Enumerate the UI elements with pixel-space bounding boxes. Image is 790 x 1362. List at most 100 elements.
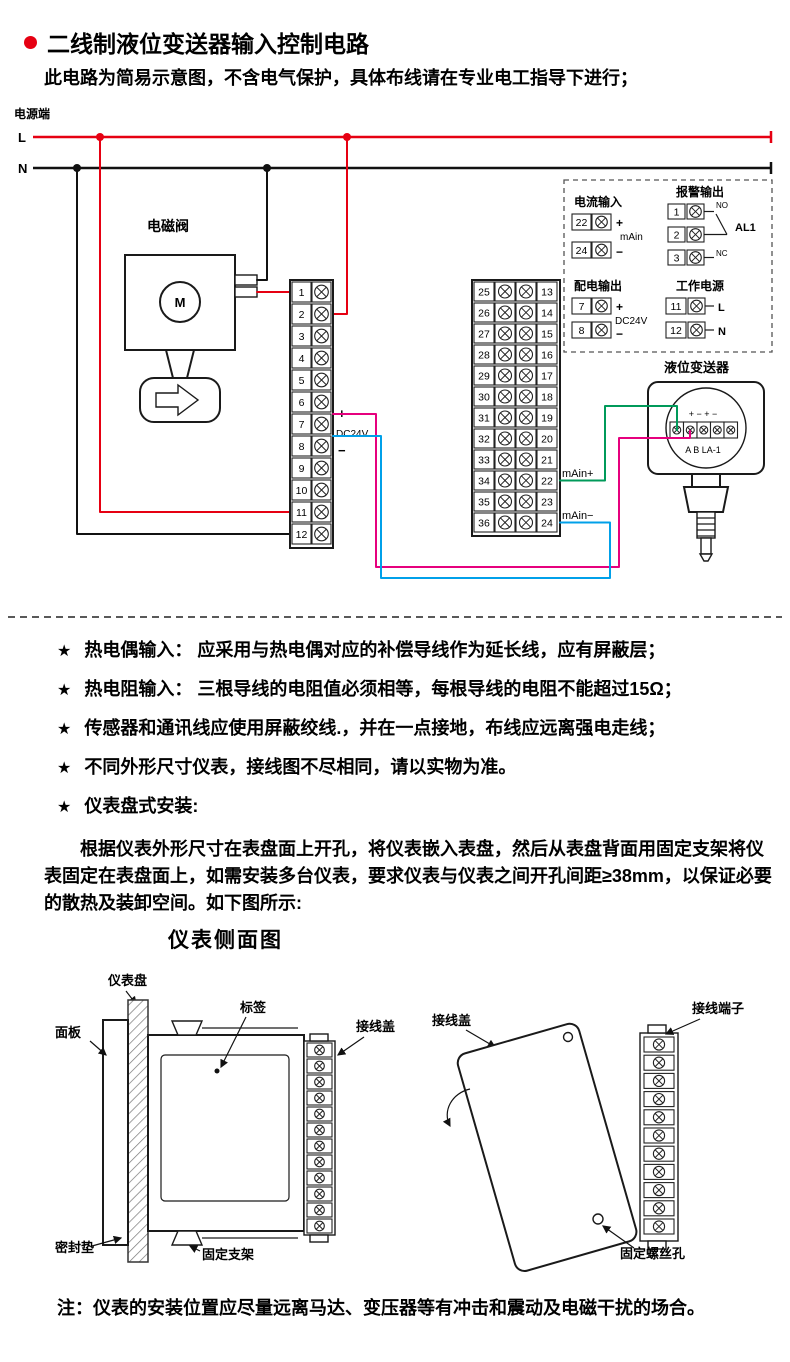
note-text: 传感器和通讯线应使用屏蔽绞线.，并在一点接地，布线应远离强电走线； [84, 718, 666, 738]
io-panel-box [563, 179, 773, 353]
terminal-cell [291, 435, 312, 457]
note-text: 不同外形尺寸仪表，接线图不尽相同，请以实物为准。 [84, 757, 517, 777]
terminal-number: 21 [541, 455, 553, 467]
terminal-number: 32 [478, 434, 490, 446]
terminal-cell [536, 365, 558, 386]
terminal-number: 1 [674, 207, 680, 219]
flow-arrow-icon [155, 383, 200, 417]
terminal-number: 20 [541, 434, 553, 446]
terminal-number: 22 [576, 217, 588, 229]
label-area [160, 1054, 290, 1202]
terminal-cell [536, 281, 558, 302]
front-bezel [102, 1019, 129, 1246]
solenoid-terminal-tab [234, 274, 258, 286]
star-icon: ★ [57, 643, 72, 660]
dc24v-minus: − [338, 443, 346, 458]
front-label: 面板 [55, 1025, 82, 1040]
strip-tab [647, 1240, 667, 1250]
terminal-cell [291, 303, 312, 325]
terminal-cell [667, 226, 686, 243]
terminal-cell [536, 491, 558, 512]
terminal-number: 34 [478, 476, 490, 488]
leader-arrow [91, 1235, 123, 1247]
terminal-number: 1 [299, 287, 305, 299]
transmitter-terminal-labels: A B LA-1 [685, 445, 721, 455]
mounting-bracket-top [170, 1020, 204, 1036]
cover-right-label: 接线盖 [432, 1013, 471, 1028]
transmitter-probe [700, 537, 712, 555]
power-output-title: 配电输出 [574, 278, 622, 293]
terminal-cell [536, 386, 558, 407]
terminal-number: 31 [478, 413, 490, 425]
mounting-bracket-bottom [170, 1230, 204, 1246]
terminal-cell [473, 407, 495, 428]
gasket-label: 密封垫 [54, 1240, 94, 1255]
terminal-number: 5 [299, 375, 305, 387]
terminal-number: 12 [670, 325, 682, 337]
note-item: ★ 不同外形尺寸仪表，接线图不尽相同，请以实物为准。 [0, 755, 790, 781]
terminal-cell [536, 449, 558, 470]
terminal-cell [291, 479, 312, 501]
terminal-cover [456, 1022, 638, 1273]
terminal-number: 14 [541, 308, 553, 320]
terminal-number: 28 [478, 350, 490, 362]
terminal-cell [473, 512, 495, 533]
terminals-label: 接线端子 [692, 1001, 744, 1016]
terminal-cell [473, 281, 495, 302]
wire-dc24v-minus-to-main-minus [332, 435, 611, 579]
star-icon: ★ [57, 760, 72, 777]
wire-transmitter-to-main-plus [559, 405, 678, 482]
terminal-number: 18 [541, 392, 553, 404]
power-terminal-label: 电源端 [14, 106, 50, 121]
terminal-cell [536, 344, 558, 365]
tag-label: 标签 [239, 1000, 267, 1015]
terminal-number: 12 [296, 529, 308, 541]
minus-mark: − [616, 245, 623, 259]
terminal-number: 24 [576, 245, 588, 257]
terminal-cell [291, 281, 312, 303]
strip-tab [647, 1024, 667, 1034]
solenoid-label: 电磁阀 [147, 218, 189, 234]
note-text: 热电偶输入： 应采用与热电偶对应的补偿导线作为延长线，应有屏蔽层； [84, 640, 666, 660]
current-input-title: 电流输入 [574, 194, 622, 209]
page-subtitle: 此电路为简易示意图，不含电气保护，具体布线请在专业电工指导下进行； [44, 68, 638, 88]
transmitter-label: 液位变送器 [664, 360, 730, 375]
terminal-number: 8 [299, 441, 305, 453]
install-paragraph: 根据仪表外形尺寸在表盘面上开孔，将仪表嵌入表盘，然后从表盘背面用固定支架将仪表固… [44, 839, 772, 913]
leader-arrow [337, 1036, 365, 1056]
terminal-cell [665, 297, 687, 315]
terminal-number: 7 [299, 419, 305, 431]
terminal-cell [291, 391, 312, 413]
note-item: ★ 热电偶输入： 应采用与热电偶对应的补偿导线作为延长线，应有屏蔽层； [0, 638, 790, 664]
side-view-heading: 仪表侧面图 [168, 928, 283, 952]
note-item: ★ 传感器和通讯线应使用屏蔽绞线.，并在一点接地，布线应远离强电走线； [0, 716, 790, 742]
cover-left-label: 接线盖 [356, 1019, 395, 1034]
terminal-number: 8 [579, 325, 585, 337]
terminal-number: 7 [579, 301, 585, 313]
rotation-arrow [442, 1088, 471, 1128]
terminal-number: 3 [674, 253, 680, 265]
minus-mark: − [616, 327, 623, 341]
terminal-cell [536, 512, 558, 533]
transmitter-probe-tip [698, 553, 714, 562]
cover-screw-hole [592, 1213, 604, 1225]
strip-tab [309, 1234, 329, 1243]
wire-l-to-2 [332, 136, 348, 315]
terminal-cell [473, 323, 495, 344]
terminal-number: 19 [541, 413, 553, 425]
tag-dot [214, 1068, 220, 1074]
terminal-cell [291, 347, 312, 369]
panel-label: 仪表盘 [107, 973, 147, 988]
terminal-cell [473, 449, 495, 470]
terminal-number: 23 [541, 497, 553, 509]
wire-n-to-12 [76, 167, 291, 535]
terminal-cell [473, 428, 495, 449]
note-item: ★ 热电阻输入： 三根导线的电阻值必须相等，每根导线的电阻不能超过15Ω； [0, 677, 790, 703]
terminal-cell [473, 386, 495, 407]
leader-arrow [602, 1225, 635, 1249]
transmitter-thread [696, 511, 716, 539]
screw-hole-label: 固定螺丝孔 [620, 1246, 685, 1261]
